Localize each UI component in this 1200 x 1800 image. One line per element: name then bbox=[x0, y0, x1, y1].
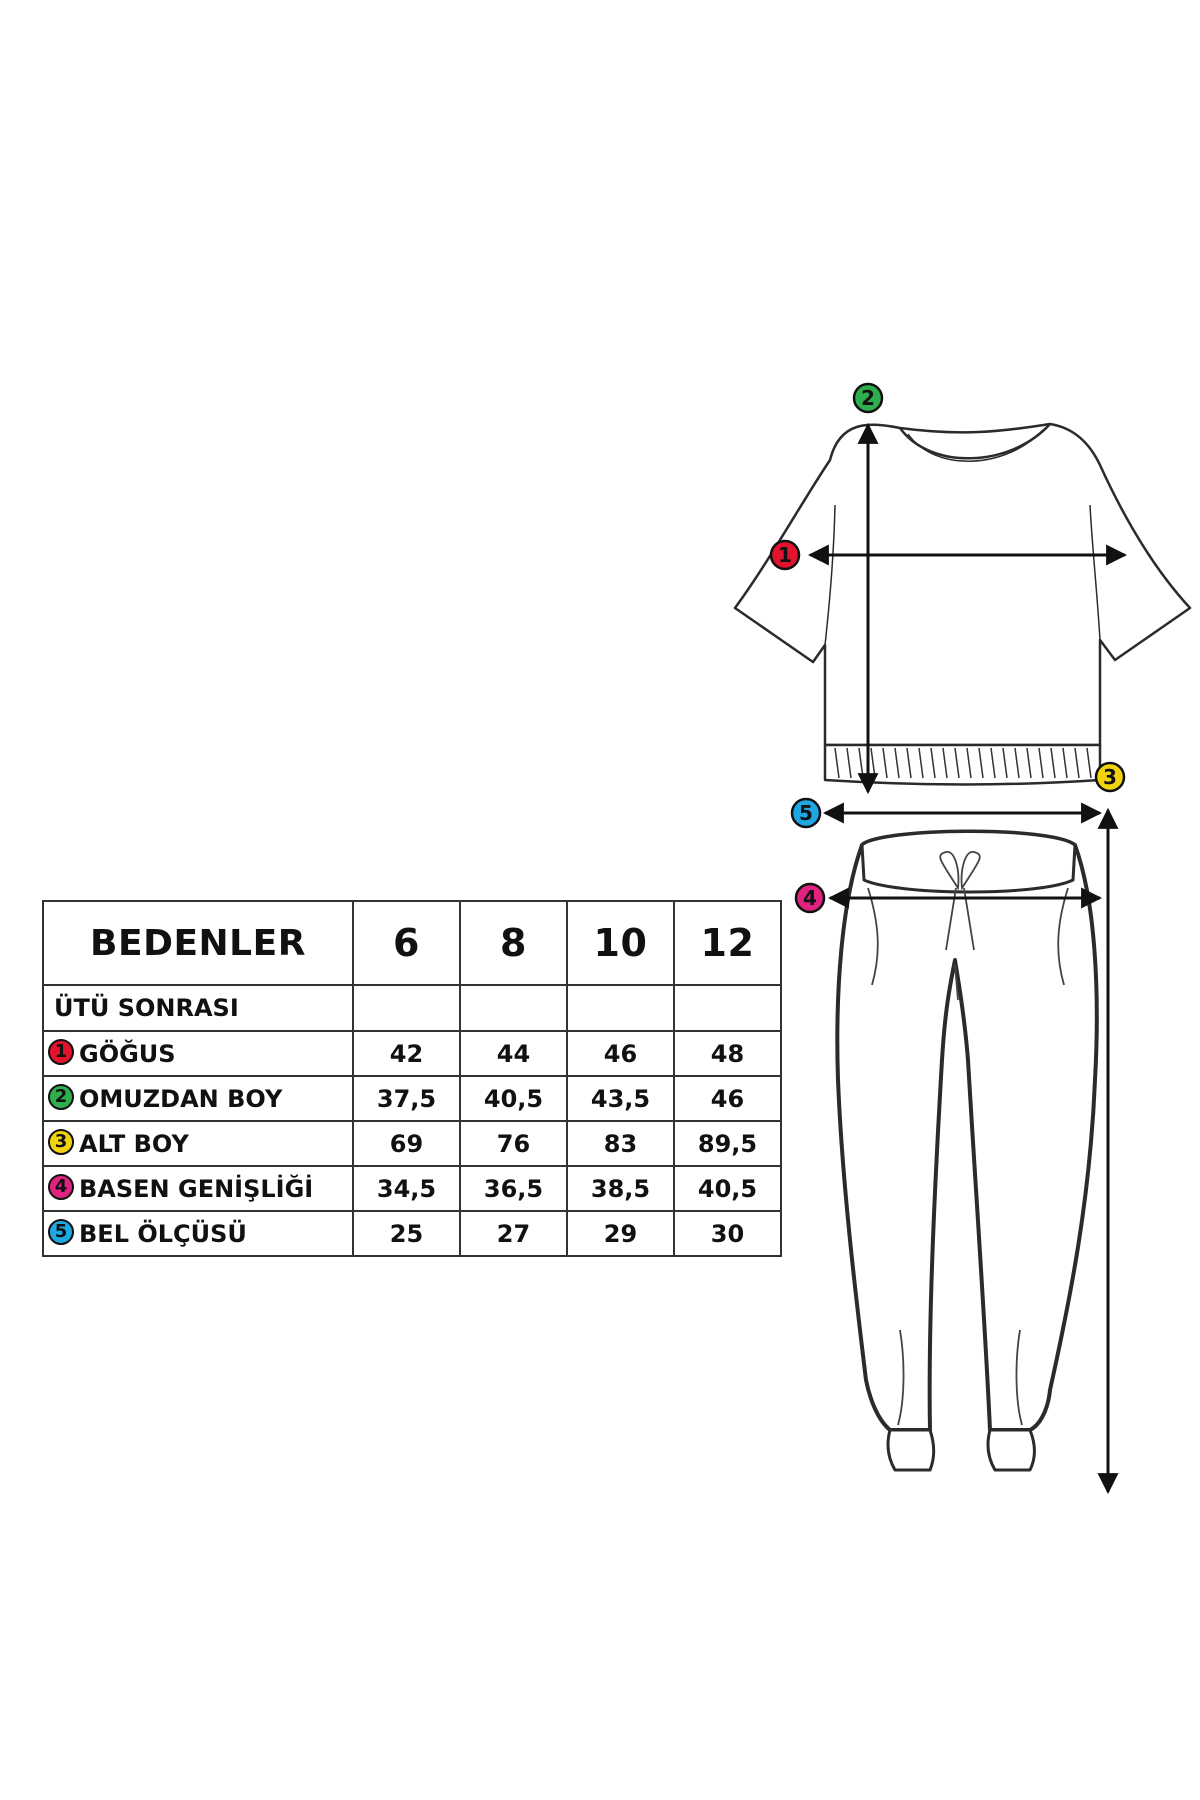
badge-circle bbox=[1094, 761, 1126, 793]
table-cell: 76 bbox=[459, 1120, 568, 1167]
table-cell: 83 bbox=[566, 1120, 675, 1167]
size-column-header: 12 bbox=[673, 900, 782, 986]
table-cell: 40,5 bbox=[673, 1165, 782, 1212]
size-column-header: 10 bbox=[566, 900, 675, 986]
badge-2: 2 bbox=[852, 382, 884, 414]
badge-5: 5 bbox=[790, 797, 822, 829]
table-cell: 44 bbox=[459, 1030, 568, 1077]
jogger-pants-icon bbox=[835, 829, 1099, 1472]
table-cell: 46 bbox=[566, 1030, 675, 1077]
table-cell: 40,5 bbox=[459, 1075, 568, 1122]
size-header-label: BEDENLER bbox=[42, 900, 354, 986]
row-label: BASEN GENİŞLİĞİ bbox=[79, 1175, 314, 1203]
badge-number: 5 bbox=[799, 801, 813, 825]
table-cell: 46 bbox=[673, 1075, 782, 1122]
badge-number: 1 bbox=[778, 543, 792, 567]
badge-circle bbox=[794, 882, 826, 914]
table-cell: 37,5 bbox=[352, 1075, 461, 1122]
table-cell: 42 bbox=[352, 1030, 461, 1077]
measure-number-badge: 3 bbox=[48, 1129, 74, 1155]
table-subheader-row: ÜTÜ SONRASI bbox=[42, 984, 782, 1032]
badge-4: 4 bbox=[794, 882, 826, 914]
badge-number: 2 bbox=[861, 386, 875, 410]
size-column-header: 8 bbox=[459, 900, 568, 986]
row-label: GÖĞUS bbox=[79, 1040, 176, 1068]
table-cell: 30 bbox=[673, 1210, 782, 1257]
measure-number-badge: 2 bbox=[48, 1084, 74, 1110]
table-cell: 38,5 bbox=[566, 1165, 675, 1212]
badge-circle bbox=[769, 539, 801, 571]
table-cell: 29 bbox=[566, 1210, 675, 1257]
subheader-label: ÜTÜ SONRASI bbox=[42, 984, 354, 1032]
row-label: BEL ÖLÇÜSÜ bbox=[79, 1220, 247, 1248]
empty-cell bbox=[352, 984, 461, 1032]
badge-1: 1 bbox=[769, 539, 801, 571]
table-cell: 69 bbox=[352, 1120, 461, 1167]
empty-cell bbox=[566, 984, 675, 1032]
measure-number-badge: 4 bbox=[48, 1174, 74, 1200]
size-column-header: 6 bbox=[352, 900, 461, 986]
table-cell: 36,5 bbox=[459, 1165, 568, 1212]
table-cell: 27 bbox=[459, 1210, 568, 1257]
table-cell: 43,5 bbox=[566, 1075, 675, 1122]
table-cell: 48 bbox=[673, 1030, 782, 1077]
table-header-row: BEDENLER 6 8 10 12 bbox=[42, 900, 782, 986]
badge-circle bbox=[852, 382, 884, 414]
measure-number-badge: 1 bbox=[48, 1039, 74, 1065]
table-cell: 25 bbox=[352, 1210, 461, 1257]
row-label: ALT BOY bbox=[79, 1130, 189, 1158]
row-label: OMUZDAN BOY bbox=[79, 1085, 283, 1113]
measure-number-badge: 5 bbox=[48, 1219, 74, 1245]
measurement-arrows bbox=[807, 422, 1128, 1495]
table-cell: 34,5 bbox=[352, 1165, 461, 1212]
badge-circle bbox=[790, 797, 822, 829]
table-cell: 89,5 bbox=[673, 1120, 782, 1167]
badge-3: 3 bbox=[1094, 761, 1126, 793]
badge-number: 4 bbox=[803, 886, 817, 910]
badge-number: 3 bbox=[1103, 765, 1117, 789]
empty-cell bbox=[673, 984, 782, 1032]
empty-cell bbox=[459, 984, 568, 1032]
tshirt-icon bbox=[733, 422, 1192, 786]
